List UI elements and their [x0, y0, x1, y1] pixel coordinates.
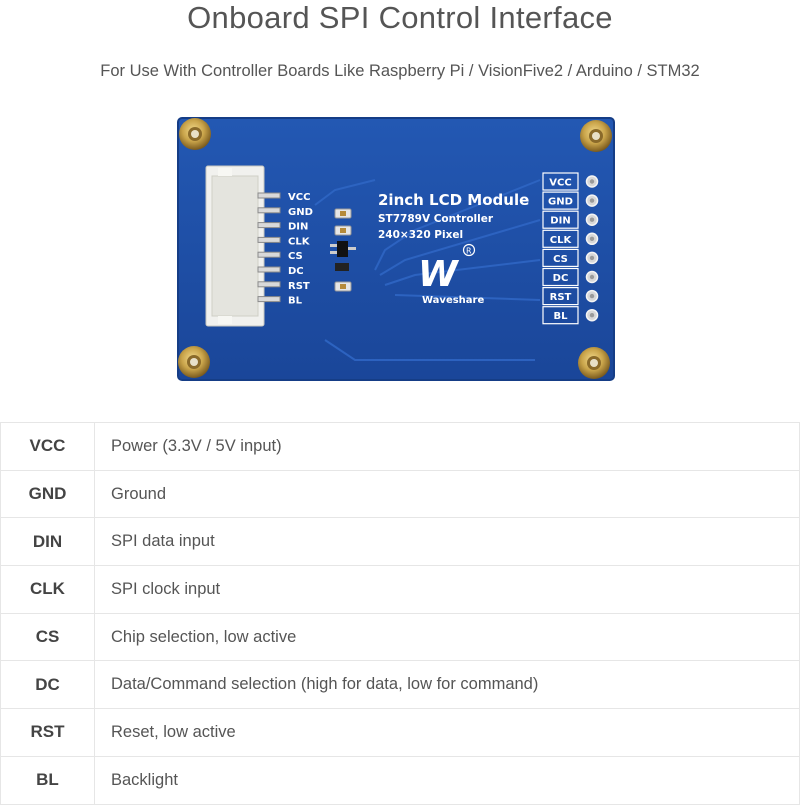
pin-description-cell: SPI clock input — [94, 565, 800, 614]
pin-description-cell: Ground — [94, 469, 800, 519]
header-label-box — [542, 306, 579, 325]
pin-description-cell: Data/Command selection (high for data, l… — [94, 660, 800, 710]
connector-label: DIN — [288, 222, 308, 233]
connector-pin — [257, 251, 281, 258]
header-label-box — [542, 229, 579, 248]
smd-components — [330, 208, 356, 292]
connector-pin — [257, 207, 281, 214]
header-label: GND — [548, 197, 573, 208]
connector-label: CLK — [288, 236, 311, 247]
connector-pin — [257, 222, 281, 229]
pin-description-cell: Chip selection, low active — [94, 612, 800, 662]
pin-name-cell: RST — [0, 708, 95, 757]
pin-name-cell: CS — [0, 612, 95, 662]
connector-label: DC — [288, 266, 304, 277]
header-label: RST — [550, 292, 572, 303]
svg-text:R: R — [466, 247, 472, 256]
pin-description-cell: SPI data input — [94, 517, 800, 567]
header-label: BL — [554, 311, 569, 322]
pin-name-cell: DC — [0, 660, 95, 710]
pin-name-cell: DIN — [0, 517, 95, 567]
pcb-body — [177, 117, 615, 381]
jst-connector — [205, 165, 281, 327]
connector-label: BL — [288, 296, 303, 307]
header-label-box — [542, 191, 579, 210]
header-label: DIN — [550, 216, 570, 227]
connector-label: RST — [288, 281, 310, 292]
pin-name-cell: CLK — [0, 565, 95, 614]
header-label-box — [542, 248, 579, 267]
connector-pin — [257, 281, 281, 288]
brand-label: Waveshare — [422, 295, 484, 306]
page-subtitle: For Use With Controller Boards Like Rasp… — [100, 62, 700, 80]
connector-label: GND — [288, 207, 313, 218]
header-label: VCC — [549, 178, 571, 189]
connector-pin — [257, 192, 281, 199]
connector-pin — [257, 236, 281, 243]
pin-description-cell: Backlight — [94, 755, 800, 805]
pin-description-cell: Power (3.3V / 5V input) — [94, 422, 800, 471]
mounting-hole-bottom-right — [578, 347, 610, 379]
connector-label: CS — [288, 251, 303, 262]
pin-name-cell: BL — [0, 755, 95, 805]
pin-description-cell: Reset, low active — [94, 708, 800, 757]
header-label-box — [542, 172, 579, 191]
pin-name-cell: VCC — [0, 422, 95, 471]
mounting-hole-top-right — [580, 120, 612, 152]
mounting-hole-bottom-left — [178, 346, 210, 378]
header-label-box — [542, 287, 579, 306]
svg-text:W: W — [418, 254, 460, 295]
waveshare-logo-icon: W R — [418, 243, 476, 295]
header-label: CS — [553, 254, 568, 265]
silk-title: 2inch LCD Module — [378, 191, 529, 209]
mounting-hole-top-left — [179, 118, 211, 150]
pin-name-cell: GND — [0, 469, 95, 519]
connector-pin — [257, 266, 281, 273]
silk-controller: ST7789V Controller — [378, 213, 494, 225]
header-label-box — [542, 210, 579, 229]
silk-resolution: 240×320 Pixel — [378, 229, 463, 241]
connector-label: VCC — [288, 192, 310, 203]
header-label: DC — [553, 273, 569, 284]
page-title: Onboard SPI Control Interface — [187, 0, 613, 35]
lcd-module-board-image: VCC GND DIN CLK CS DC RST BL 2inch LCD Module S… — [175, 110, 619, 386]
header-label: CLK — [550, 235, 573, 246]
connector-pin — [257, 296, 281, 303]
header-label-box — [542, 267, 579, 287]
